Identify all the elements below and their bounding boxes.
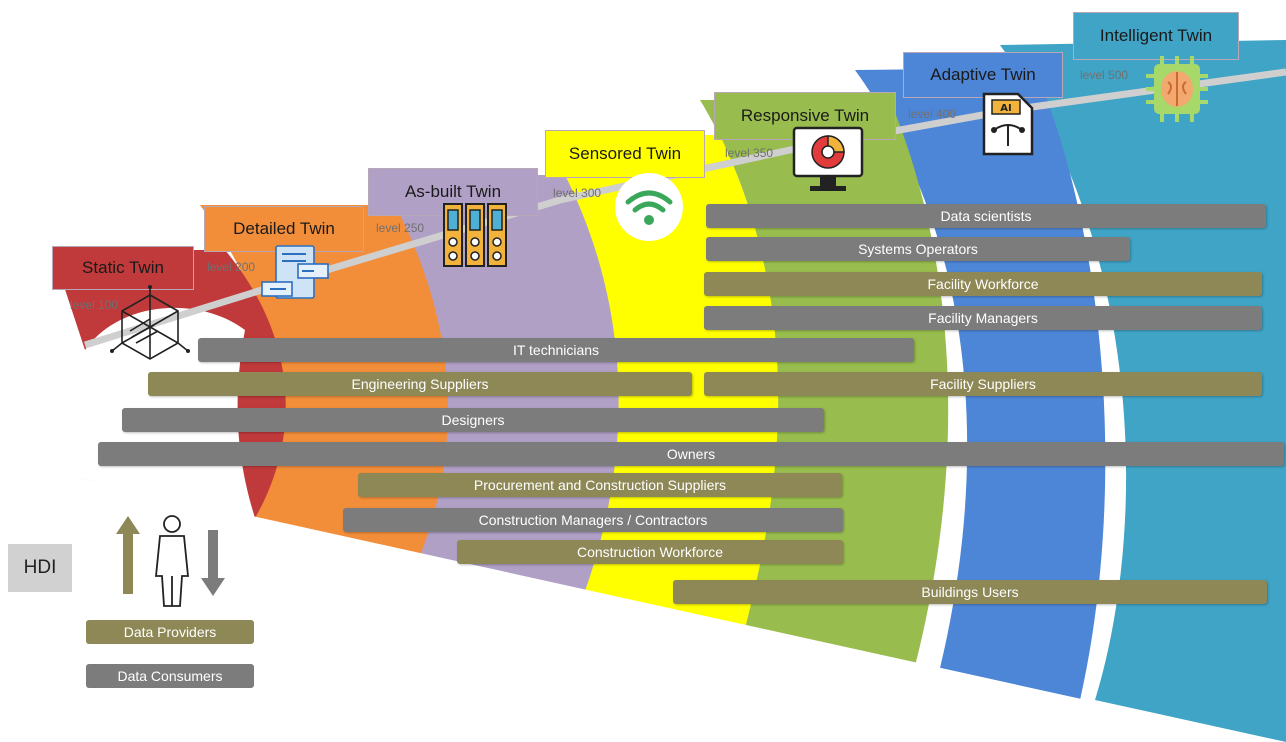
label-adaptive-twin: Adaptive Twin — [903, 52, 1063, 98]
level-responsive: level 350 — [725, 146, 774, 160]
label-intelligent-twin: Intelligent Twin — [1073, 12, 1239, 60]
level-adaptive: level 400 — [908, 107, 957, 121]
bar-engineering-suppliers: Engineering Suppliers — [148, 372, 692, 396]
data-exchange-figure — [116, 515, 225, 607]
bar-designers: Designers — [122, 408, 824, 432]
lower-wedge — [0, 478, 1286, 742]
hdi-label: HDI — [8, 544, 72, 592]
label-detailed-twin: Detailed Twin — [204, 206, 364, 252]
level-static: level 100 — [70, 298, 119, 312]
bar-facility-suppliers: Facility Suppliers — [704, 372, 1262, 396]
brain-chip-icon — [1146, 56, 1208, 122]
document-form-icon — [261, 245, 329, 299]
wifi-signal-icon — [615, 173, 683, 241]
arrow-up-icon — [116, 516, 140, 594]
bar-facility-workforce: Facility Workforce — [704, 272, 1262, 296]
bar-owners: Owners — [98, 442, 1284, 466]
level-asbuilt: level 250 — [376, 221, 425, 235]
level-intelligent: level 500 — [1080, 68, 1129, 82]
arrow-down-icon — [201, 530, 225, 596]
ai-vector-file-icon: AI — [982, 92, 1034, 156]
label-responsive-twin: Responsive Twin — [714, 92, 896, 140]
bar-procurement-suppliers: Procurement and Construction Suppliers — [358, 473, 842, 497]
svg-text:AI: AI — [1000, 103, 1011, 114]
wireframe-cube-icon — [110, 285, 190, 360]
level-detailed: level 200 — [207, 260, 256, 274]
label-sensored-twin: Sensored Twin — [545, 130, 705, 178]
bar-construction-managers: Construction Managers / Contractors — [343, 508, 843, 532]
legend-data-consumers: Data Consumers — [86, 664, 254, 688]
label-static-twin: Static Twin — [52, 246, 194, 290]
legend-data-providers: Data Providers — [86, 620, 254, 644]
bar-data-scientists: Data scientists — [706, 204, 1266, 228]
level-sensored: level 300 — [553, 186, 602, 200]
person-icon — [155, 515, 189, 607]
bar-facility-managers: Facility Managers — [704, 306, 1262, 330]
bar-construction-workforce: Construction Workforce — [457, 540, 843, 564]
server-racks-icon — [443, 203, 507, 267]
bar-it-technicians: IT technicians — [198, 338, 914, 362]
bar-systems-operators: Systems Operators — [706, 237, 1130, 261]
monitor-chart-icon — [792, 126, 864, 191]
bar-buildings-users: Buildings Users — [673, 580, 1267, 604]
